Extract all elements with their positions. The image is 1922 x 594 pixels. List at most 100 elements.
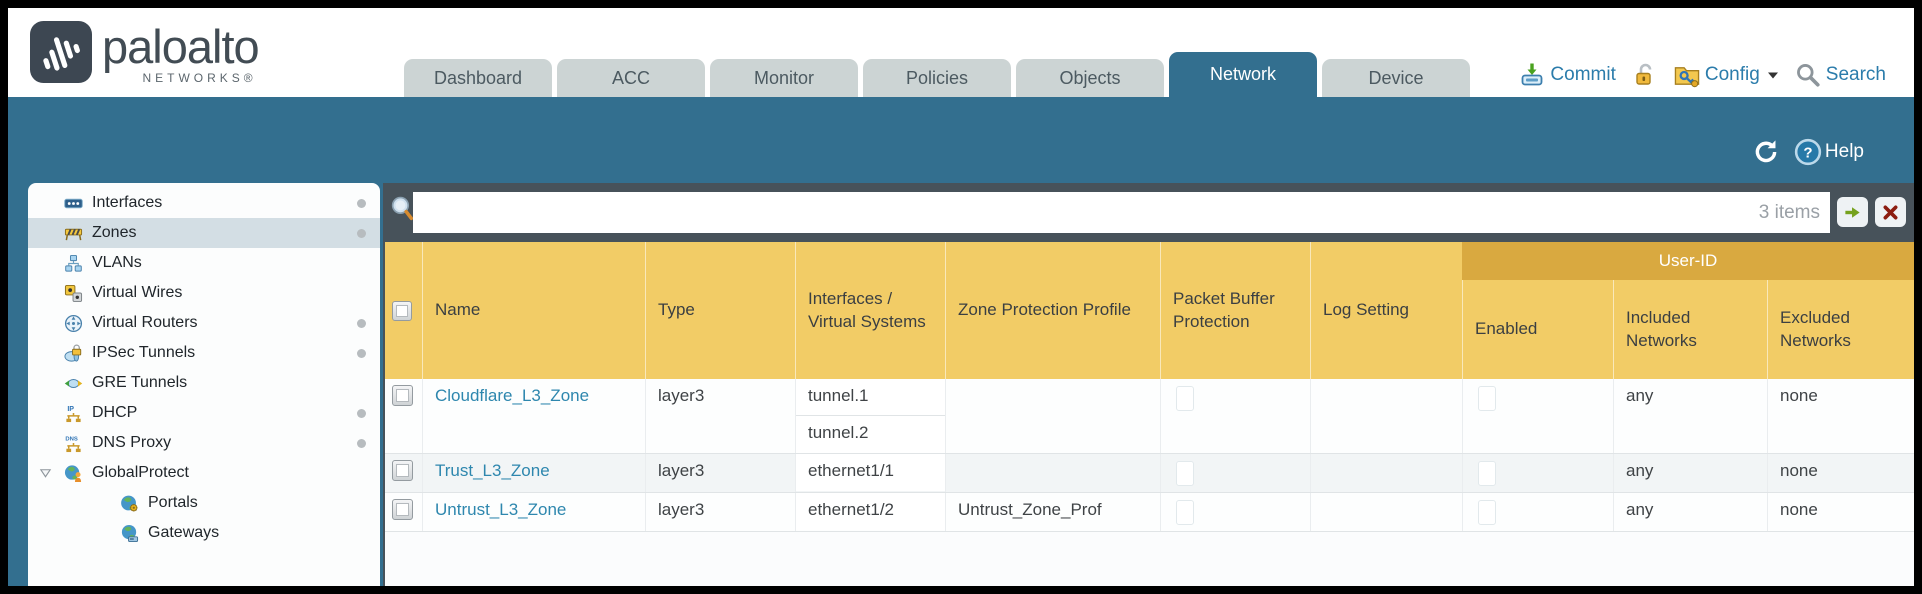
filter-input[interactable]: [413, 192, 1759, 233]
zone-protection-profile-cell: [945, 379, 1160, 453]
sidebar-item-label: Virtual Routers: [92, 314, 198, 331]
col-header-excluded-networks[interactable]: Excluded Networks: [1767, 242, 1914, 379]
user-id-enabled-checkbox[interactable]: [1478, 500, 1496, 525]
tab-monitor[interactable]: Monitor: [710, 59, 858, 97]
sidebar-item-label: Virtual Wires: [92, 284, 183, 301]
row-checkbox[interactable]: [392, 385, 413, 406]
ipsec-tunnels-icon: [64, 344, 83, 363]
status-dot: [357, 319, 366, 328]
zone-protection-profile-cell: [945, 454, 1160, 492]
packet-buffer-checkbox[interactable]: [1176, 461, 1194, 486]
interfaces-icon: [64, 194, 83, 213]
page-tools: ? Help: [1752, 138, 1864, 166]
sidebar-item-vlans[interactable]: VLANs: [28, 248, 380, 278]
config-menu[interactable]: Config: [1674, 62, 1779, 88]
status-dot: [357, 229, 366, 238]
sidebar-item-virtual-routers[interactable]: Virtual Routers: [28, 308, 380, 338]
commit-label: Commit: [1550, 64, 1616, 85]
sidebar-item-gre-tunnels[interactable]: GRE Tunnels: [28, 368, 380, 398]
log-setting-cell: [1310, 493, 1462, 531]
sidebar-item-dns-proxy[interactable]: DNS DNS Proxy: [28, 428, 380, 458]
sidebar-item-label: DNS Proxy: [92, 434, 172, 451]
row-checkbox[interactable]: [392, 460, 413, 481]
search-button[interactable]: Search: [1795, 62, 1886, 88]
zone-type-cell: layer3: [645, 493, 795, 531]
zone-name-cell: Untrust_L3_Zone: [422, 493, 645, 531]
arrow-right-icon: [1843, 203, 1862, 222]
user-id-enabled-checkbox[interactable]: [1478, 386, 1496, 411]
col-header-interfaces[interactable]: Interfaces / Virtual Systems: [795, 242, 945, 379]
svg-text:?: ?: [1803, 144, 1812, 161]
tab-policies[interactable]: Policies: [863, 59, 1011, 97]
excluded-networks-cell: none: [1767, 379, 1914, 453]
sidebar-item-portals[interactable]: Portals: [28, 488, 380, 518]
user-id-enabled-checkbox[interactable]: [1478, 461, 1496, 486]
caret-down-icon[interactable]: [39, 467, 52, 479]
status-dot: [357, 439, 366, 448]
user-id-enabled-cell: [1462, 379, 1613, 453]
clear-filter-button[interactable]: [1875, 197, 1906, 227]
refresh-icon[interactable]: [1752, 138, 1780, 166]
interface-value: ethernet1/2: [796, 493, 945, 530]
tab-objects[interactable]: Objects: [1016, 59, 1164, 97]
col-header-type[interactable]: Type: [645, 242, 795, 379]
col-header-enabled[interactable]: Enabled: [1462, 242, 1613, 379]
commit-icon: [1519, 62, 1545, 88]
packet-buffer-checkbox[interactable]: [1176, 500, 1194, 525]
tab-device[interactable]: Device: [1322, 59, 1470, 97]
status-dot: [357, 199, 366, 208]
dhcp-icon: IP: [64, 404, 83, 423]
sidebar-item-virtual-wires[interactable]: Virtual Wires: [28, 278, 380, 308]
col-header-packet-buffer-protection[interactable]: Packet Buffer Protection: [1160, 242, 1310, 379]
zone-name-link[interactable]: Trust_L3_Zone: [435, 461, 550, 480]
help-button[interactable]: ? Help: [1794, 138, 1864, 166]
user-id-group-header: User-ID: [1462, 242, 1914, 280]
dns-proxy-icon: DNS: [64, 434, 83, 453]
tab-network[interactable]: Network: [1169, 52, 1317, 97]
paloalto-logo-icon: [30, 21, 92, 83]
tab-acc[interactable]: ACC: [557, 59, 705, 97]
col-header-name[interactable]: Name: [422, 242, 645, 379]
sidebar-item-interfaces[interactable]: Interfaces: [28, 188, 380, 218]
sidebar-item-label: GRE Tunnels: [92, 374, 188, 391]
paloalto-logo: paloalto NETWORKS®: [30, 21, 260, 85]
chevron-down-icon: [1767, 70, 1779, 80]
filter-magnifier-icon: [389, 195, 415, 223]
sidebar-item-label: Gateways: [148, 524, 220, 541]
sidebar-item-ipsec-tunnels[interactable]: IPSec Tunnels: [28, 338, 380, 368]
gre-tunnels-icon: [64, 374, 83, 393]
apply-filter-button[interactable]: [1837, 197, 1868, 227]
select-all-cell: [385, 242, 422, 379]
zone-name-link[interactable]: Cloudflare_L3_Zone: [435, 386, 590, 405]
packet-buffer-checkbox[interactable]: [1176, 386, 1194, 411]
select-all-checkbox[interactable]: [392, 300, 412, 321]
lock-icon[interactable]: [1632, 62, 1658, 88]
tab-dashboard[interactable]: Dashboard: [404, 59, 552, 97]
status-dot: [357, 409, 366, 418]
zone-name-link[interactable]: Untrust_L3_Zone: [435, 500, 567, 519]
col-header-included-networks[interactable]: Included Networks: [1613, 242, 1767, 379]
item-count: 3 items: [1758, 201, 1820, 223]
col-header-log-setting[interactable]: Log Setting: [1310, 242, 1462, 379]
commit-button[interactable]: Commit: [1519, 62, 1616, 88]
sidebar-item-gateways[interactable]: Gateways: [28, 518, 380, 548]
row-checkbox[interactable]: [392, 499, 413, 520]
sidebar-item-label: Interfaces: [92, 194, 163, 211]
col-header-zone-protection-profile[interactable]: Zone Protection Profile: [945, 242, 1160, 379]
content-panel: 3 items User-ID Name Type Interfaces / V…: [383, 183, 1914, 586]
included-networks-cell: any: [1613, 379, 1767, 453]
log-setting-cell: [1310, 379, 1462, 453]
interfaces-cell: ethernet1/2: [795, 493, 945, 531]
zones-icon: [64, 224, 83, 243]
sidebar-item-globalprotect[interactable]: GlobalProtect: [28, 458, 380, 488]
sidebar-item-label: Zones: [92, 224, 137, 241]
utility-toolbar: Commit Config Search: [1519, 56, 1886, 94]
help-icon: ?: [1794, 138, 1822, 166]
sidebar-item-zones[interactable]: Zones: [28, 218, 380, 248]
